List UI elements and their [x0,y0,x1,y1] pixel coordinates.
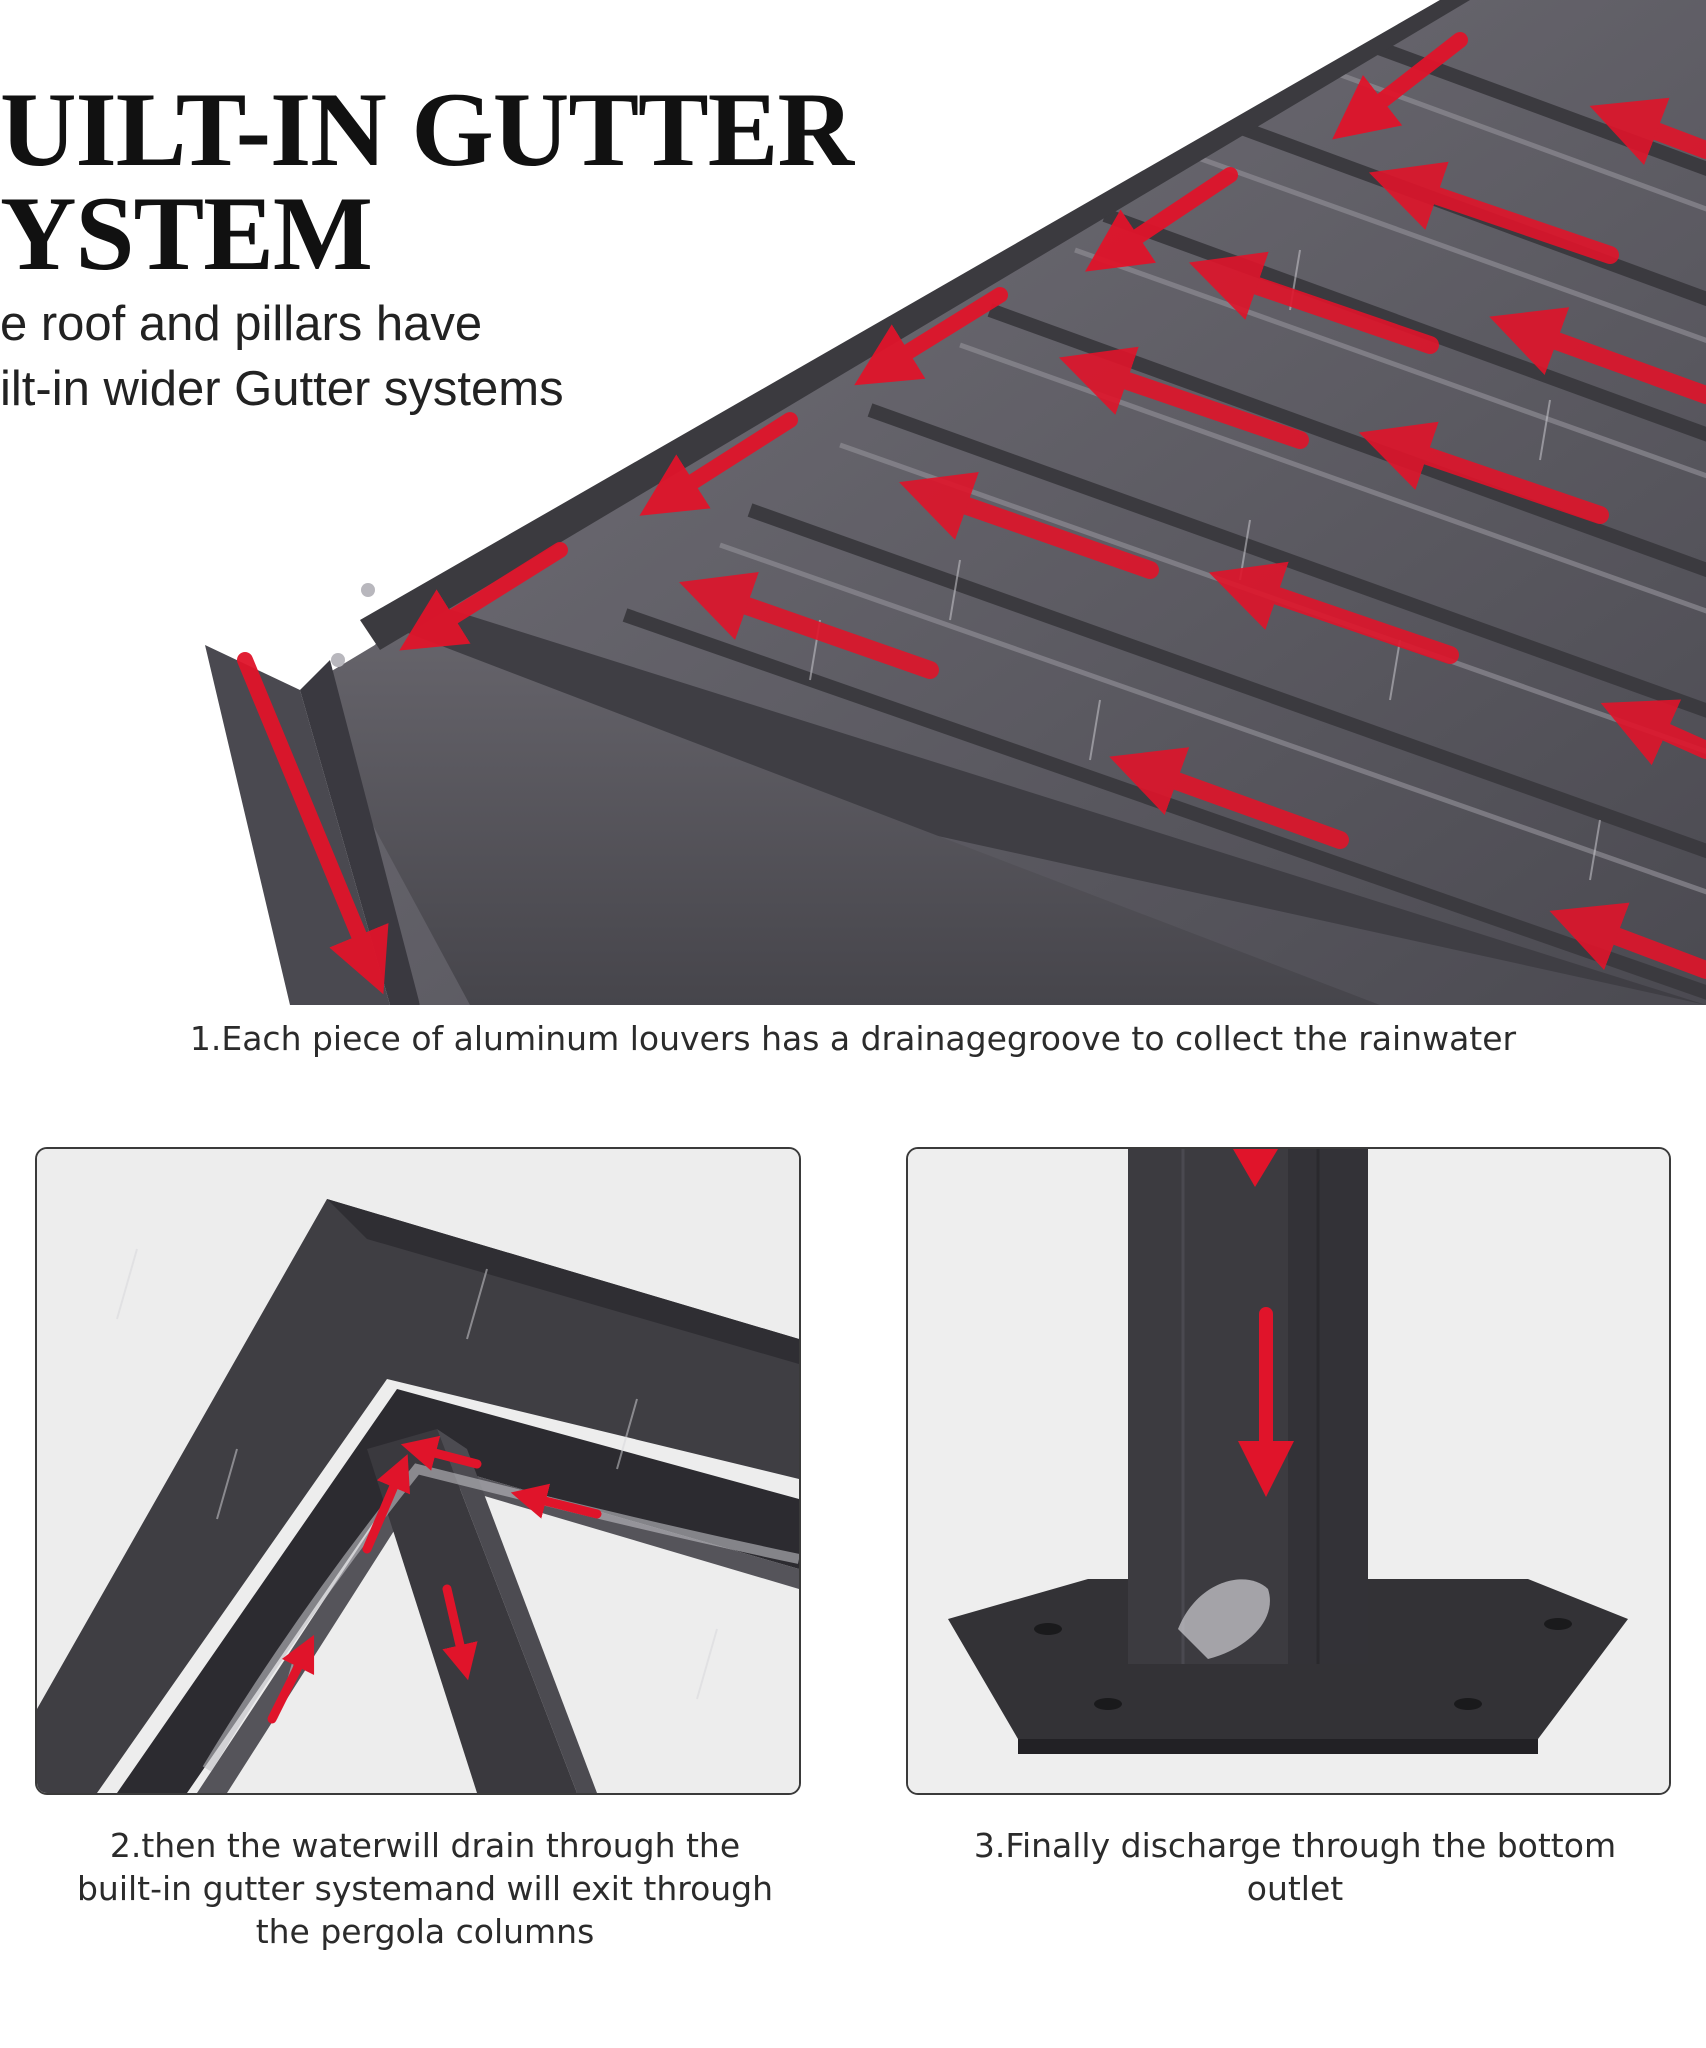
step-2-line-2: built-in gutter systemand will exit thro… [76,1869,774,1908]
step-3-line-2: outlet [1246,1869,1344,1908]
red-flow-arrow-icon [1233,1149,1294,1497]
step-2-line-3: the pergola columns [255,1912,595,1951]
title-line-2: YSTEM [0,175,373,292]
step-2-line-1: 2.then the waterwill drain through the [109,1826,741,1865]
step-3-caption: 3.Finally discharge through the bottom o… [900,1824,1690,1910]
subtitle-line-1: e roof and pillars have [0,297,483,351]
hero-roof-image [0,0,1706,1005]
title-line-1: UILT-IN GUTTER [0,71,854,188]
page-subtitle: e roof and pillars have ilt-in wider Gut… [0,292,564,422]
gutter-corner-image [35,1147,801,1795]
step-1-caption: 1.Each piece of aluminum louvers has a d… [189,1019,1517,1058]
step-2-caption: 2.then the waterwill drain through the b… [30,1824,820,1953]
page-title: UILT-IN GUTTER YSTEM [0,71,854,292]
subtitle-line-2: ilt-in wider Gutter systems [0,362,564,416]
column-outlet-image [906,1147,1671,1795]
red-flow-arrow-icon [237,32,1468,995]
red-flow-arrow-icon [267,1435,602,1724]
step-3-line-1: 3.Finally discharge through the bottom [973,1826,1617,1865]
red-flow-arrow-icon [679,97,1706,979]
